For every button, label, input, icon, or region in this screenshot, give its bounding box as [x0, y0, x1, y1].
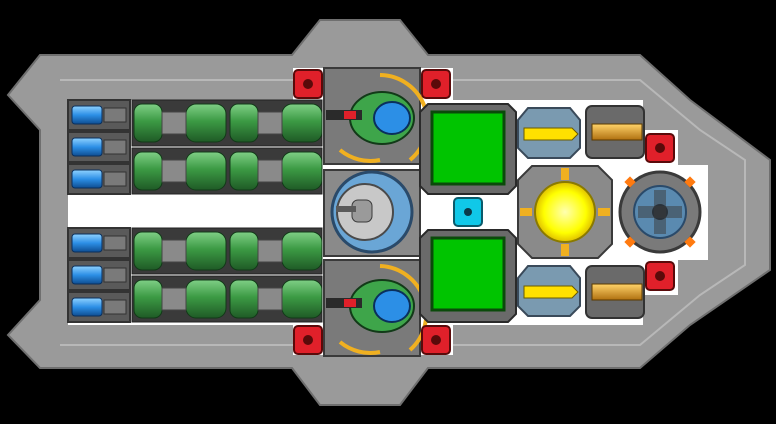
fuel-tank-row[interactable]: [131, 227, 323, 275]
thruster-bank-bottom: [67, 227, 131, 323]
warning-light[interactable]: [293, 325, 323, 355]
thruster-unit[interactable]: [67, 163, 131, 195]
laser-weapon-bottom[interactable]: [517, 265, 581, 317]
warning-light[interactable]: [645, 133, 675, 163]
shield-generator[interactable]: [323, 169, 421, 257]
warning-light[interactable]: [421, 325, 451, 355]
cannon-weapon-bottom[interactable]: [585, 265, 645, 319]
warning-light[interactable]: [421, 69, 451, 99]
warning-light[interactable]: [645, 261, 675, 291]
cyan-node[interactable]: [453, 197, 483, 227]
console-top[interactable]: [419, 103, 517, 195]
thruster-unit[interactable]: [67, 227, 131, 259]
thruster-unit[interactable]: [67, 131, 131, 163]
fuel-tank-block-top: [131, 99, 323, 195]
laser-weapon-top[interactable]: [517, 107, 581, 159]
cannon-weapon-top[interactable]: [585, 105, 645, 159]
fuel-tank-row[interactable]: [131, 99, 323, 147]
weapon-turret-bottom[interactable]: [323, 259, 429, 357]
console-bottom[interactable]: [419, 229, 517, 323]
fuel-tank-row[interactable]: [131, 275, 323, 323]
reactor-core[interactable]: [517, 165, 613, 259]
warning-lights: [293, 69, 675, 355]
thruster-unit[interactable]: [67, 99, 131, 131]
weapon-turret-top[interactable]: [323, 67, 430, 165]
thruster-bank-top: [67, 99, 131, 195]
engine-module[interactable]: [618, 170, 702, 254]
thruster-unit[interactable]: [67, 259, 131, 291]
fuel-tank-row[interactable]: [131, 147, 323, 195]
fuel-tank-block-bottom: [131, 227, 323, 323]
thruster-unit[interactable]: [67, 291, 131, 323]
warning-light[interactable]: [293, 69, 323, 99]
